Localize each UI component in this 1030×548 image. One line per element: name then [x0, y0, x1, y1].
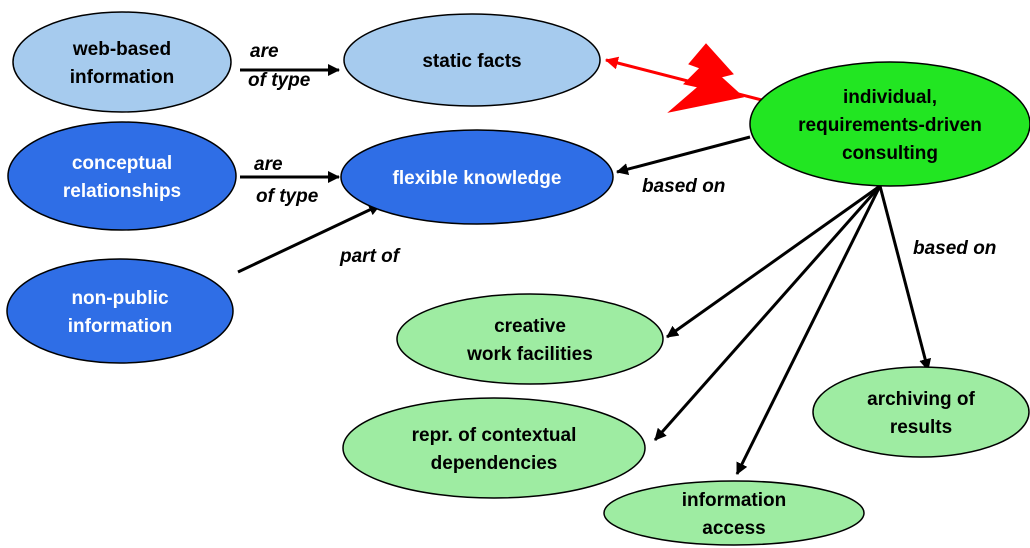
node-label-line: access: [702, 518, 765, 539]
node-non-public-ellipse: [6, 258, 234, 364]
node-label-line: non-public: [71, 288, 169, 309]
node-label-line: flexible knowledge: [393, 168, 562, 189]
node-archiving-of-results: archiving of results: [812, 366, 1030, 458]
lightning-bolt-icon: [667, 43, 745, 113]
node-conceptual-ellipse: [7, 121, 237, 231]
edge-consulting-to-info-access: [735, 185, 882, 475]
node-flexible-knowledge: flexible knowledge: [340, 129, 614, 225]
node-label-line: dependencies: [431, 453, 558, 474]
node-label-line: information: [68, 316, 173, 337]
node-web-based-information: web-based information: [12, 11, 232, 113]
node-label-line: creative: [494, 316, 566, 337]
node-static-facts: static facts: [343, 13, 601, 107]
node-info-access-label: information access: [682, 490, 787, 539]
node-information-access: information access: [603, 480, 865, 546]
edge-label-based-on-1: based on: [642, 176, 725, 197]
edge-consulting-to-archiving: [878, 185, 932, 371]
node-label-line: archiving of: [867, 389, 975, 410]
node-repr-ellipse: [342, 397, 646, 499]
node-creative-ellipse: [396, 293, 664, 385]
node-non-public-label: non-public information: [68, 288, 173, 337]
node-label-line: requirements-driven: [798, 115, 982, 136]
node-info-access-ellipse: [603, 480, 865, 546]
node-non-public-information: non-public information: [6, 258, 234, 364]
edge-consulting-to-flexible: [616, 135, 751, 176]
node-static-facts-ellipse: [343, 13, 601, 107]
node-label-line: static facts: [422, 51, 521, 72]
node-label-line: repr. of contextual: [412, 425, 577, 446]
node-flexible-label: flexible knowledge: [393, 168, 562, 189]
edge-label-are-2: are: [254, 154, 283, 175]
node-consulting: individual, requirements-driven consulting: [749, 61, 1030, 187]
edge-consulting-to-creative: [666, 184, 881, 339]
node-creative-work-facilities: creative work facilities: [396, 293, 664, 385]
node-label-line: information: [70, 67, 175, 88]
node-repr-label: repr. of contextual dependencies: [412, 425, 577, 474]
node-archiving-ellipse: [812, 366, 1030, 458]
edge-labels: are of type are of type part of based on…: [248, 41, 996, 267]
node-consulting-ellipse: [749, 61, 1030, 187]
edge-non-public-to-flexible: [237, 203, 381, 274]
node-archiving-label: archiving of results: [867, 389, 975, 438]
edge-label-are-1: are: [250, 41, 279, 62]
node-static-facts-label: static facts: [422, 51, 521, 72]
node-conceptual-label: conceptual relationships: [63, 153, 181, 202]
node-consulting-label: individual, requirements-driven consulting: [798, 87, 982, 164]
node-label-line: individual,: [843, 87, 937, 108]
node-web-based-label: web-based information: [70, 39, 175, 88]
node-label-line: results: [890, 417, 952, 438]
node-label-line: consulting: [842, 143, 938, 164]
edge-label-of-type-2: of type: [256, 186, 319, 207]
node-conceptual-relationships: conceptual relationships: [7, 121, 237, 231]
node-label-line: work facilities: [466, 344, 593, 365]
node-repr-contextual-dependencies: repr. of contextual dependencies: [342, 397, 646, 499]
node-label-line: information: [682, 490, 787, 511]
edge-label-based-on-2: based on: [913, 238, 996, 259]
node-web-based-ellipse: [12, 11, 232, 113]
edge-label-of-type-1: of type: [248, 70, 311, 91]
node-label-line: relationships: [63, 181, 181, 202]
node-creative-label: creative work facilities: [466, 316, 593, 365]
node-label-line: web-based: [72, 39, 171, 60]
nodes: web-based information static facts concep…: [6, 11, 1030, 546]
node-flexible-ellipse: [340, 129, 614, 225]
edge-consulting-to-repr: [653, 185, 882, 441]
node-label-line: conceptual: [72, 153, 172, 174]
edge-label-part-of: part of: [339, 246, 401, 267]
